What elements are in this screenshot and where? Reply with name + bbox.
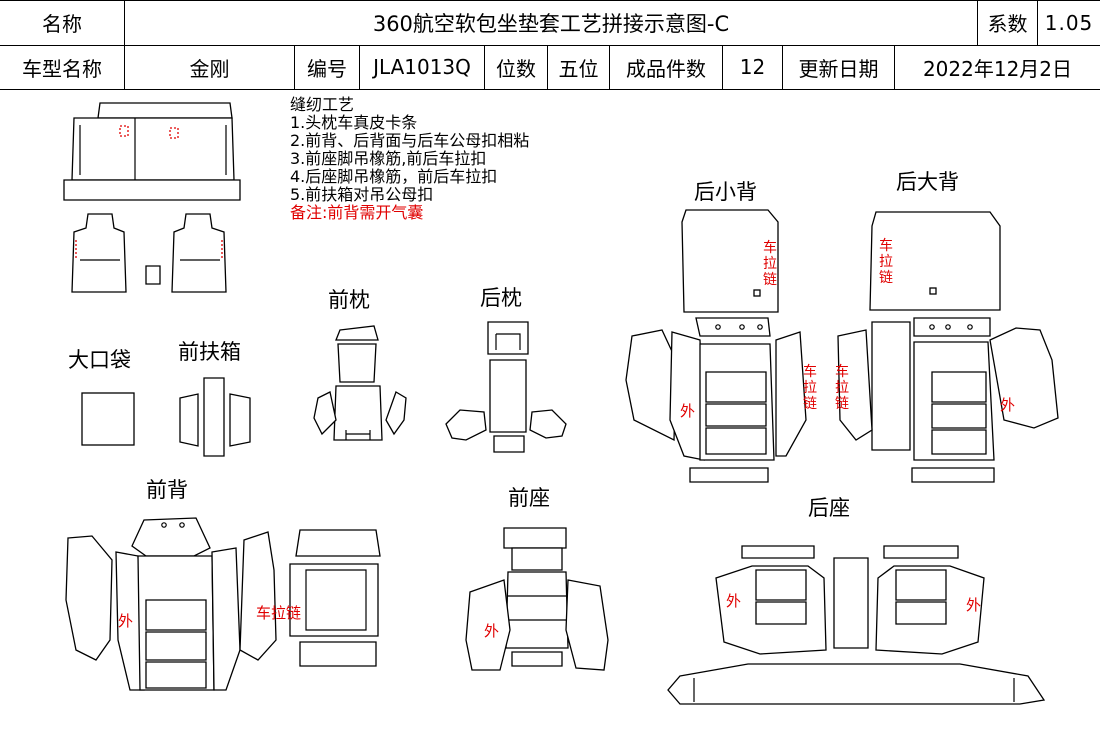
table-border-top: [0, 0, 1100, 1]
rear-small-back-pieces: [625, 209, 807, 483]
front-seat-label: 前座: [508, 486, 550, 510]
rear-headrest-pieces: [445, 321, 567, 453]
zipper-note: 车拉链: [835, 364, 849, 412]
rear-seat-label: 后座: [808, 496, 850, 520]
coefficient-value: 1.05: [1044, 10, 1094, 35]
big-pocket-label: 大口袋: [68, 348, 131, 372]
model-value: 金刚: [125, 45, 295, 89]
rear-bench-overview: [63, 102, 241, 201]
spec-header-table: 名称 360航空软包坐垫套工艺拼接示意图-C 系数 1.05 车型名称 金刚 编…: [0, 0, 1100, 90]
rear-headrest-label: 后枕: [480, 286, 522, 310]
page-title: 360航空软包坐垫套工艺拼接示意图-C: [125, 0, 978, 45]
outside-mark: 外: [680, 402, 696, 420]
note-item: 3.前座脚吊橡筋,前后车拉扣: [290, 149, 487, 168]
pieces-label: 成品件数: [610, 45, 723, 89]
notes-title: 缝纫工艺: [290, 95, 355, 114]
front-back-label: 前背: [146, 478, 188, 502]
zipper-note: 车拉链: [256, 604, 302, 622]
front-seat-pieces: [465, 527, 609, 671]
code-label: 编号: [295, 45, 360, 89]
note-item: 4.后座脚吊橡筋，前后车拉扣: [290, 167, 498, 186]
zipper-note: 车拉链: [879, 238, 893, 286]
rear-big-back-label: 后大背: [896, 170, 959, 194]
rear-small-back-label: 后小背: [694, 180, 757, 204]
zipper-note: 车拉链: [763, 240, 777, 288]
front-armrest-pieces: [179, 377, 251, 457]
rear-seat-pieces: [667, 545, 1046, 705]
note-item: 5.前扶箱对吊公母扣: [290, 185, 434, 204]
code-value: JLA1013Q: [360, 45, 485, 89]
date-value: 2022年12月2日: [922, 56, 1073, 81]
notes-remark: 备注:前背需开气囊: [290, 203, 424, 222]
seats-label: 位数: [485, 45, 548, 89]
front-back-pieces: [65, 517, 381, 691]
outside-mark: 外: [484, 622, 500, 640]
front-armrest-label: 前扶箱: [178, 340, 241, 364]
table-border-bottom: [0, 89, 1100, 90]
outside-mark: 外: [118, 612, 134, 630]
big-pocket-piece: [81, 392, 135, 446]
outside-mark: 外: [1000, 396, 1016, 414]
rear-big-back-pieces: [837, 211, 1059, 483]
front-headrest-label: 前枕: [328, 288, 370, 312]
model-label: 车型名称: [0, 45, 125, 89]
note-item: 1.头枕车真皮卡条: [290, 113, 418, 132]
seats-value: 五位: [548, 45, 610, 89]
sewing-notes: 缝纫工艺 1.头枕车真皮卡条 2.前背、后背面与后车公母扣相粘 3.前座脚吊橡筋…: [290, 96, 529, 222]
outside-mark: 外: [726, 592, 742, 610]
name-label: 名称: [0, 0, 125, 45]
front-seats-overview: [71, 213, 227, 293]
coefficient-label: 系数: [978, 0, 1038, 45]
pieces-value: 12: [723, 45, 783, 89]
zipper-note: 车拉链: [803, 364, 817, 412]
front-headrest-pieces: [313, 325, 407, 441]
date-label: 更新日期: [783, 45, 895, 89]
outside-mark: 外: [966, 596, 982, 614]
note-item: 2.前背、后背面与后车公母扣相粘: [290, 131, 530, 150]
table-row-divider: [0, 45, 1100, 46]
